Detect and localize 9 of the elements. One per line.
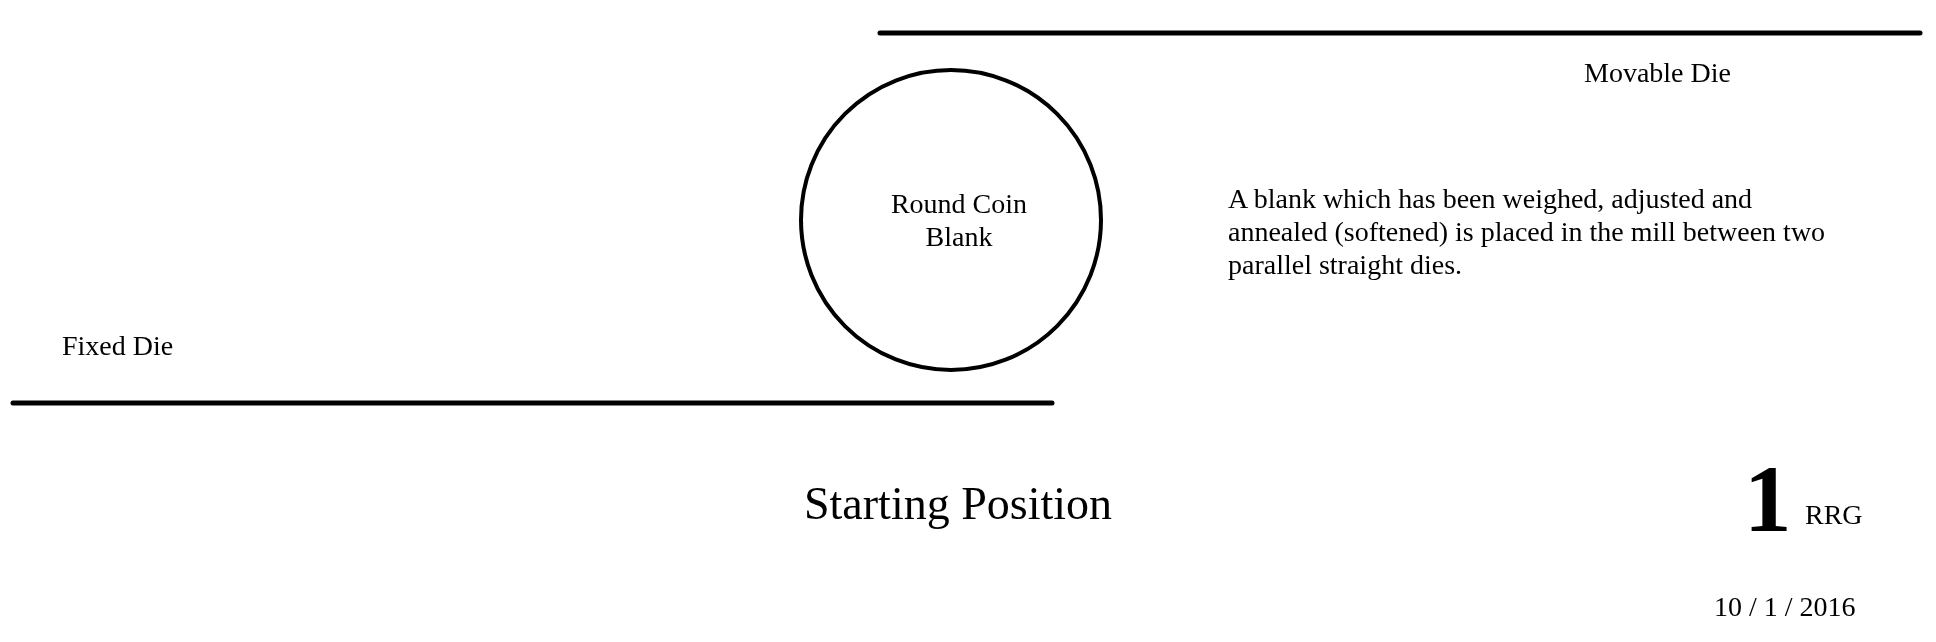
- description-text: A blank which has been weighed, adjusted and annealed (softened) is placed in the mill between two parallel straight dies.: [1228, 182, 1827, 281]
- die-label: Fixed Die: [62, 329, 174, 362]
- coin-circle: [799, 68, 1103, 372]
- date-text: 10 / 1 / 2016: [1714, 590, 1856, 623]
- caption-text: Starting Position: [804, 478, 1112, 530]
- author-initials: RRG: [1805, 498, 1863, 531]
- step-number: 1: [1744, 452, 1792, 547]
- circle-label: Round Coin Blank: [889, 187, 1029, 253]
- die-label: Movable Die: [1584, 56, 1731, 89]
